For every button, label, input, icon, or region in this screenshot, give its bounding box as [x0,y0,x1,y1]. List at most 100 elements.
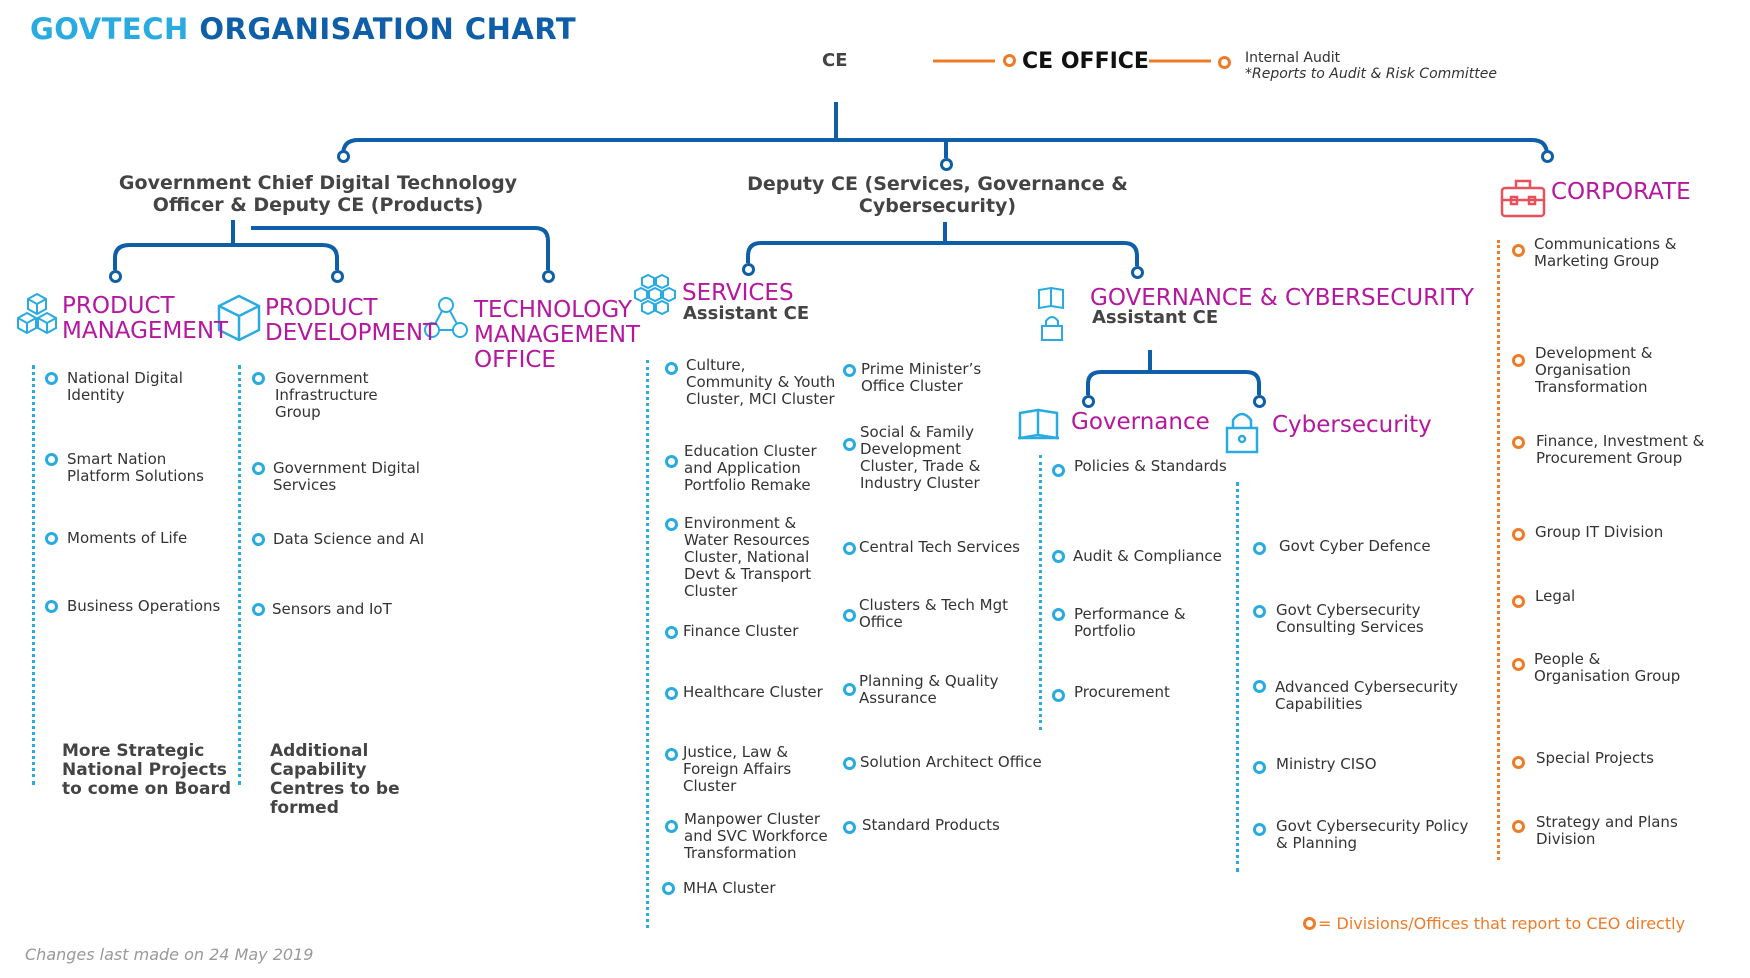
bullet [252,462,265,475]
services-subtitle: Assistant CE [683,303,810,324]
bullet [665,455,678,468]
dotted-guide [1236,482,1239,872]
product-management-title: PRODUCT MANAGEMENT [62,293,229,344]
bullet [1052,464,1065,477]
cube-icon [217,294,261,342]
orange-bullet [1512,528,1525,541]
footer-note: Changes last made on 24 May 2019 [25,945,314,964]
dotted-guide [1039,455,1042,730]
orange-bullet [1512,756,1525,769]
list-item: Strategy and Plans Division [1536,813,1678,848]
title-org-chart: ORGANISATION CHART [199,12,577,46]
list-item: Healthcare Cluster [683,683,823,701]
orange-bullet [1512,595,1525,608]
orange-bullet [1512,244,1525,257]
connector-node [1082,395,1095,408]
gov-cyber-title: GOVERNANCE & CYBERSECURITY [1090,285,1474,311]
list-item: Government Infrastructure Group [275,369,378,421]
list-item: Education Cluster and Application Portfo… [684,442,817,494]
product-development-title: PRODUCT DEVELOPMENT [265,295,438,346]
book-icon [1038,286,1064,310]
list-item: National Digital Identity [67,369,183,404]
bullet [843,683,856,696]
title-govtech: GOVTECH [30,12,189,46]
dotted-guide [1497,240,1500,860]
bullet [252,372,265,385]
lock-icon [1225,412,1259,454]
list-item: Social & Family Development Cluster, Tra… [860,423,981,492]
product-management-note: More Strategic National Projects to come… [62,741,232,799]
bullet [665,687,678,700]
orange-bullet [1303,917,1316,930]
bullet [665,518,678,531]
connector-node [940,158,953,171]
list-item: Government Digital Services [273,459,420,494]
list-item: Environment & Water Resources Cluster, N… [684,514,812,600]
bullet [843,542,856,555]
lock-icon [1041,316,1063,341]
list-item: Govt Cybersecurity Policy & Planning [1276,817,1469,852]
list-item: Special Projects [1536,749,1654,767]
governance-title: Governance [1071,409,1210,435]
gov-cyber-subtitle: Assistant CE [1092,307,1219,328]
list-item: Audit & Compliance [1073,547,1222,565]
list-item: Legal [1535,587,1576,605]
corporate-title: CORPORATE [1551,179,1691,205]
bullet [665,362,678,375]
orange-bullet [1512,436,1525,449]
list-item: Central Tech Services [859,538,1021,556]
orange-bullet [1003,54,1016,67]
deputy-ce-title: Deputy CE (Services, Governance & Cybers… [747,173,1128,217]
list-item: Standard Products [862,816,1000,834]
list-item: Ministry CISO [1276,755,1377,773]
orange-bullet [1512,658,1525,671]
molecule-icon [424,297,468,338]
list-item: Govt Cyber Defence [1279,537,1431,555]
internal-audit: Internal Audit [1245,50,1341,66]
bullet [665,626,678,639]
dotted-guide [238,365,241,785]
internal-audit-note: *Reports to Audit & Risk Committee [1245,66,1497,82]
bullet [843,821,856,834]
cybersecurity-title: Cybersecurity [1272,412,1432,438]
cubes-icon [17,292,57,335]
list-item: Policies & Standards [1074,457,1227,475]
bullet [1253,605,1266,618]
bullet [662,882,675,895]
list-item: Communications & Marketing Group [1534,235,1677,270]
bullet [1052,689,1065,702]
connector-node [109,270,122,283]
bullet [843,609,856,622]
list-item: Govt Cybersecurity Consulting Services [1276,601,1424,636]
bullet [1253,542,1266,555]
hexagons-icon [634,273,676,316]
list-item: Smart Nation Platform Solutions [67,450,204,485]
gcdto-title: Government Chief Digital Technology Offi… [118,172,518,216]
bullet [843,438,856,451]
bullet [1052,550,1065,563]
services-title: SERVICES [682,280,794,306]
list-item: Culture, Community & Youth Cluster, MCI … [686,356,836,408]
bullet [665,820,678,833]
bullet [45,600,58,613]
list-item: Prime Minister’s Office Cluster [861,360,982,395]
orange-bullet [1218,56,1231,69]
list-item: Performance & Portfolio [1074,605,1186,640]
briefcase-icon [1500,179,1546,218]
ce-label: CE [822,50,848,71]
list-item: Advanced Cybersecurity Capabilities [1275,678,1459,713]
bullet [1253,680,1266,693]
chart-title: GOVTECH ORGANISATION CHART [30,12,576,46]
list-item: Development & Organisation Transformatio… [1535,344,1653,396]
bullet [252,533,265,546]
list-item: Planning & Quality Assurance [859,672,999,707]
connector-node [742,263,755,276]
connector-node [1131,266,1144,279]
bullet [45,453,58,466]
legend-text: = Divisions/Offices that report to CEO d… [1318,914,1686,933]
list-item: MHA Cluster [683,879,776,897]
bullet [45,532,58,545]
bullet [45,372,58,385]
list-item: Data Science and AI [273,530,425,548]
